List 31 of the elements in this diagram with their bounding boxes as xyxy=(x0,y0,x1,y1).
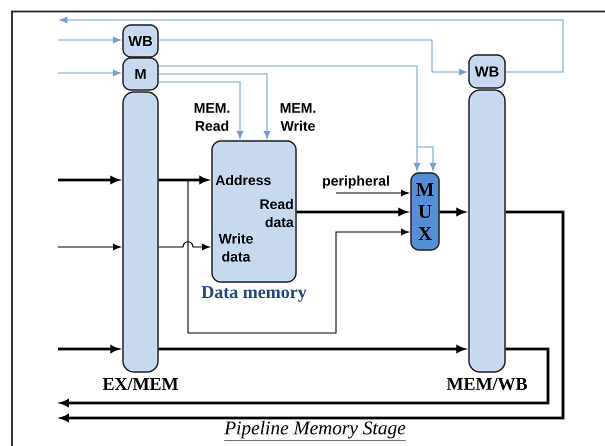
register-label: MEM/WB xyxy=(446,378,527,390)
arrow xyxy=(158,176,208,184)
arrow xyxy=(296,208,407,216)
arrow xyxy=(158,81,244,139)
arrow xyxy=(158,345,465,353)
arrow xyxy=(58,70,121,76)
control-box: WB xyxy=(468,54,506,89)
arrow xyxy=(158,241,210,250)
port-label: Read data xyxy=(260,198,294,228)
edge-label: peripheral xyxy=(321,174,391,190)
edge-label: MEM. Read xyxy=(190,102,234,132)
multiplexer: M U X xyxy=(410,172,440,251)
block-title: Data memory xyxy=(202,286,307,302)
arrow xyxy=(58,345,119,353)
caption: Pipeline Memory Stage xyxy=(224,420,406,441)
arrow xyxy=(158,73,270,139)
arrow xyxy=(158,65,436,171)
arrow xyxy=(158,39,467,76)
arrow xyxy=(336,190,409,196)
control-box: WB xyxy=(122,24,159,58)
arrow xyxy=(158,179,409,334)
register-label: EX/MEM xyxy=(102,378,178,390)
edge-label: MEM. Write xyxy=(278,102,318,132)
arrow xyxy=(58,244,121,250)
port-label: Write data xyxy=(218,233,253,262)
control-box: M xyxy=(122,57,159,91)
arrow xyxy=(440,208,465,216)
arrow xyxy=(60,16,564,73)
port-label: Address xyxy=(216,174,271,186)
arrow xyxy=(58,36,121,44)
arrow xyxy=(58,176,119,184)
